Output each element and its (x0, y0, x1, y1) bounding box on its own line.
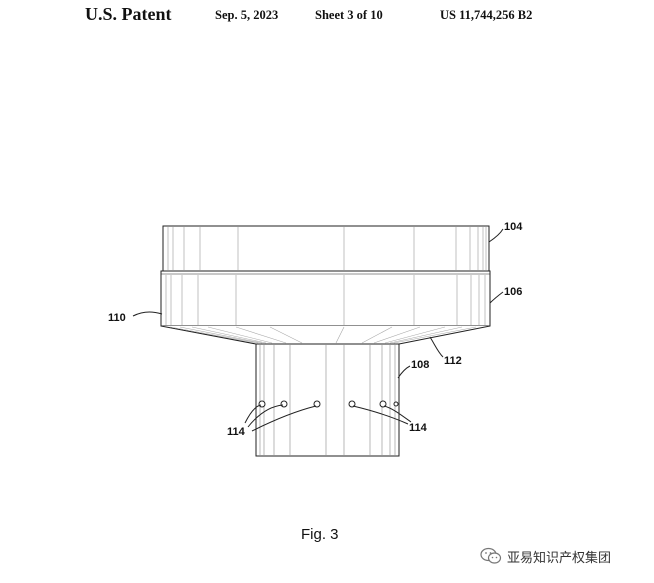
neck-shading (259, 345, 396, 455)
apertures (258, 400, 399, 408)
ref-112: 112 (444, 355, 462, 367)
watermark: 亚易知识产权集团 (480, 545, 650, 567)
ref-106: 106 (504, 286, 522, 298)
ref-108: 108 (411, 359, 429, 371)
watermark-text: 亚易知识产权集团 (507, 550, 612, 566)
leader-lines (132, 228, 504, 432)
upper-band (162, 225, 490, 272)
sheet-number: Sheet 3 of 10 (315, 8, 383, 22)
figure-caption: Fig. 3 (301, 526, 339, 543)
patent-label: U.S. Patent (85, 4, 172, 24)
ref-104: 104 (504, 221, 523, 233)
lower-band (160, 270, 491, 327)
upper-band-shading (167, 227, 487, 270)
wechat-icon (480, 547, 502, 565)
patent-header: U.S. Patent Sep. 5, 2023 Sheet 3 of 10 U… (0, 4, 654, 28)
neck-tube (255, 343, 400, 457)
conical-transition (160, 325, 491, 345)
ref-114-right: 114 (409, 422, 428, 434)
ref-110: 110 (108, 312, 126, 324)
ref-114-left: 114 (227, 426, 246, 438)
lower-band-shading (165, 275, 486, 325)
cone-shading (169, 326, 477, 344)
patent-date: Sep. 5, 2023 (215, 8, 279, 22)
patent-number: US 11,744,256 B2 (440, 8, 533, 22)
